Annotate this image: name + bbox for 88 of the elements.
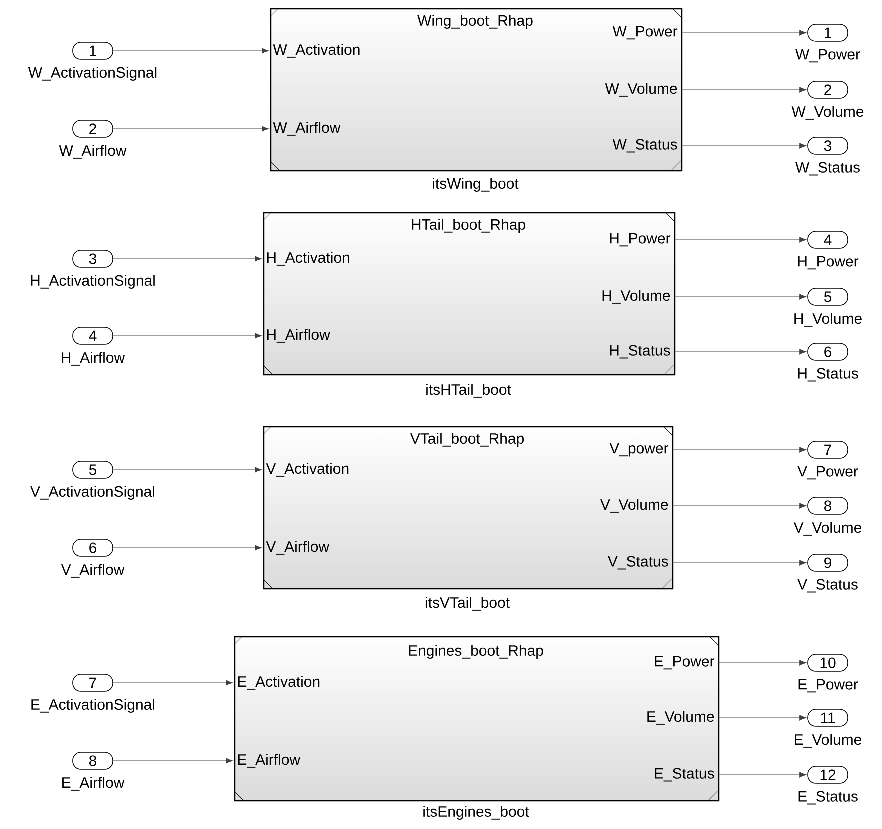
inport: 8 xyxy=(72,752,114,770)
port-name: E_ActivationSignal xyxy=(32,699,154,713)
port-label: V_power xyxy=(610,443,669,457)
arrow xyxy=(113,126,270,132)
outport: 9 xyxy=(808,554,848,572)
arrow xyxy=(719,660,807,666)
port-name: E_Power xyxy=(798,679,858,693)
inport: 5 xyxy=(72,461,114,479)
port-name: W_Status xyxy=(796,162,860,176)
port-label: H_Activation xyxy=(267,252,350,266)
port-name: E_Status xyxy=(798,791,858,805)
arrow xyxy=(682,143,807,149)
block-name: itsWing_boot xyxy=(433,178,519,192)
inport: 7 xyxy=(72,674,114,692)
outport: 3 xyxy=(808,137,848,155)
arrow xyxy=(675,294,807,300)
port-name: H_Volume xyxy=(794,313,862,327)
arrow xyxy=(675,237,807,243)
port-label: E_Status xyxy=(655,768,714,782)
arrow xyxy=(682,87,807,93)
port-name: V_Volume xyxy=(794,522,862,536)
arrow xyxy=(113,48,270,54)
inport: 3 xyxy=(72,250,114,268)
block-name: itsEngines_boot xyxy=(424,806,530,820)
port-label: W_Power xyxy=(612,26,678,40)
port-label: E_Power xyxy=(655,656,715,670)
port-label: W_Airflow xyxy=(273,122,341,136)
arrow xyxy=(113,758,234,764)
port-label: E_Volume xyxy=(648,711,714,725)
arrow xyxy=(113,333,262,339)
arrow xyxy=(673,503,807,509)
outport: 6 xyxy=(808,343,848,361)
port-label: E_Airflow xyxy=(238,754,301,768)
arrow xyxy=(113,545,262,551)
outport: 11 xyxy=(808,709,848,727)
inport: 1 xyxy=(72,42,114,60)
block-title: HTail_boot_Rhap xyxy=(412,219,526,233)
port-name: W_ActivationSignal xyxy=(28,67,157,81)
inport: 4 xyxy=(72,327,114,345)
outport: 5 xyxy=(808,288,848,306)
arrow xyxy=(719,772,807,778)
arrow xyxy=(719,715,807,721)
port-label: W_Volume xyxy=(605,83,678,97)
port-label: H_Power xyxy=(610,233,671,247)
inport: 2 xyxy=(72,120,114,138)
block-name: itsHTail_boot xyxy=(426,384,512,398)
port-name: H_Airflow xyxy=(62,352,126,366)
port-label: V_Activation xyxy=(266,463,349,477)
outport: 1 xyxy=(808,24,848,42)
port-name: V_Power xyxy=(798,466,858,480)
arrow xyxy=(673,447,807,453)
block-title: Engines_boot_Rhap xyxy=(409,645,544,659)
port-label: V_Airflow xyxy=(266,541,330,555)
arrow xyxy=(113,467,262,473)
outport: 7 xyxy=(808,441,848,459)
block-title: VTail_boot_Rhap xyxy=(410,433,524,447)
port-name: H_Power xyxy=(798,256,859,270)
port-name: V_Status xyxy=(798,579,858,593)
arrow xyxy=(673,560,807,566)
port-name: E_Volume xyxy=(795,734,862,748)
outport: 4 xyxy=(808,231,848,249)
port-name: W_Volume xyxy=(792,106,864,120)
block-title: Wing_boot_Rhap xyxy=(418,15,533,29)
port-name: H_ActivationSignal xyxy=(31,275,155,289)
port-name: H_Status xyxy=(798,368,858,382)
port-label: W_Activation xyxy=(273,44,360,58)
arrow xyxy=(113,680,234,686)
port-name: V_Airflow xyxy=(61,564,125,578)
port-name: E_Airflow xyxy=(62,777,125,791)
arrow xyxy=(113,256,262,262)
outport: 8 xyxy=(808,497,848,515)
port-label: H_Volume xyxy=(602,290,670,304)
port-name: W_Airflow xyxy=(59,145,127,159)
port-label: E_Activation xyxy=(238,676,320,690)
port-label: H_Airflow xyxy=(267,329,330,343)
arrow xyxy=(675,349,807,355)
outport: 10 xyxy=(808,654,848,672)
block-name: itsVTail_boot xyxy=(426,597,510,611)
port-name: V_ActivationSignal xyxy=(30,486,154,500)
port-label: H_Status xyxy=(610,345,670,359)
arrow xyxy=(682,30,807,36)
port-label: W_Status xyxy=(612,139,678,153)
outport: 12 xyxy=(808,766,848,784)
outport: 2 xyxy=(808,81,848,99)
port-name: W_Power xyxy=(796,49,860,63)
port-label: V_Status xyxy=(608,556,668,570)
inport: 6 xyxy=(72,539,114,557)
port-label: V_Volume xyxy=(600,499,668,513)
